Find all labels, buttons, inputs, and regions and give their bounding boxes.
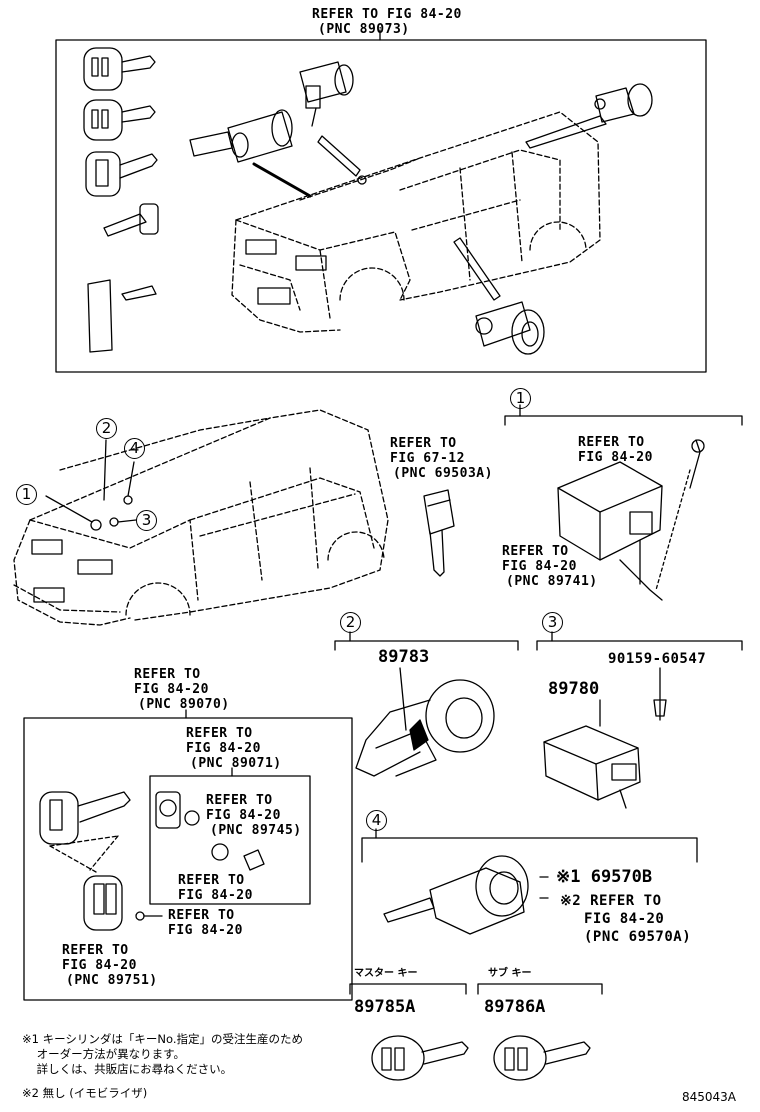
group2-bracket xyxy=(335,632,518,650)
group4-cylinder xyxy=(384,856,548,934)
sub-key-group xyxy=(478,984,602,1080)
middle-vehicle-lamps xyxy=(32,496,132,602)
left-ref-inner-line2: FIG 84-20 xyxy=(186,741,261,756)
group1-ref-a-line2: FIG 84-20 xyxy=(578,450,653,465)
left-ref-751-line1: REFER TO xyxy=(62,943,129,958)
top-frame xyxy=(56,40,706,372)
note-2-line1: ※2 無し (イモビライザ) xyxy=(22,1086,148,1100)
group4-bracket xyxy=(362,829,697,862)
note-1-line2: オーダー方法が異なります。 xyxy=(22,1047,185,1061)
top-vehicle xyxy=(232,112,600,332)
group1-ref-b-line3: (PNC 89741) xyxy=(506,574,598,589)
middle-vehicle xyxy=(14,410,388,625)
group4-ref-line1: ※2 REFER TO xyxy=(560,893,662,909)
sub-key-part-number: 89786A xyxy=(484,997,546,1017)
inner-box xyxy=(150,776,310,904)
master-key-label: マスター キー xyxy=(354,968,418,979)
group1-bracket xyxy=(505,405,742,425)
note-1-line1: ※1 キーシリンダは「キーNo.指定」の受注生産のため xyxy=(22,1032,303,1046)
mid-ref-line1: REFER TO xyxy=(390,436,457,451)
group4-ref-line2: FIG 84-20 xyxy=(584,911,665,927)
callout-2-group: 2 xyxy=(340,612,361,633)
top-ref-line2: (PNC 89073) xyxy=(318,22,410,37)
group3-bracket xyxy=(537,632,742,650)
left-box xyxy=(24,718,352,1000)
left-ref-751-line2: FIG 84-20 xyxy=(62,958,137,973)
callout-3-group: 3 xyxy=(542,612,563,633)
top-ignition-switch xyxy=(190,62,366,196)
left-ref-screw-line1: REFER TO xyxy=(168,908,235,923)
master-key-group xyxy=(350,984,468,1080)
callout-4-car: 4 xyxy=(124,438,145,459)
top-ref-line1: REFER TO FIG 84-20 xyxy=(312,7,462,22)
callout-1-car: 1 xyxy=(16,484,37,505)
group1-ref-a-line1: REFER TO xyxy=(578,435,645,450)
callout-1-group: 1 xyxy=(510,388,531,409)
note-1-line3: 詳しくは、共販店にお尋ねください。 xyxy=(22,1062,233,1076)
left-ref-745-line2: FIG 84-20 xyxy=(206,808,281,823)
top-vehicle-lamps xyxy=(246,240,326,304)
middle-callout-leaders xyxy=(46,440,136,522)
left-ref-751-line3: (PNC 89751) xyxy=(66,973,158,988)
callout-4-group: 4 xyxy=(366,810,387,831)
left-ref-screw-line2: FIG 84-20 xyxy=(168,923,243,938)
group1-ref-b-line2: FIG 84-20 xyxy=(502,559,577,574)
left-ref-745-line3: (PNC 89745) xyxy=(210,823,302,838)
sub-key-label: サブ キー xyxy=(488,968,532,979)
group3-part xyxy=(544,668,666,808)
group4-part-line: ※1 69570B xyxy=(556,867,653,887)
mid-ref-line3: (PNC 69503A) xyxy=(393,466,493,481)
group3-bolt-number: 90159-60547 xyxy=(608,651,707,667)
left-ref-outer-line2: FIG 84-20 xyxy=(134,682,209,697)
mid-ref-line2: FIG 67-12 xyxy=(390,451,465,466)
left-ref-inner2-line2: FIG 84-20 xyxy=(178,888,253,903)
group1-ecu xyxy=(558,440,704,600)
top-back-door-cylinder xyxy=(454,238,544,354)
left-ref-inner-line3: (PNC 89071) xyxy=(190,756,282,771)
left-box-parts xyxy=(40,792,264,930)
top-door-lock xyxy=(526,84,652,148)
top-key-set xyxy=(84,48,158,352)
group2-part-number: 89783 xyxy=(378,647,430,667)
group1-ref-b-line1: REFER TO xyxy=(502,544,569,559)
left-ref-inner-line1: REFER TO xyxy=(186,726,253,741)
left-ref-inner2-line1: REFER TO xyxy=(178,873,245,888)
group2-part xyxy=(356,668,494,776)
left-ref-745-line1: REFER TO xyxy=(206,793,273,808)
group4-ref-line3: (PNC 69570A) xyxy=(584,929,692,945)
diagram-id: 845043A xyxy=(682,1090,737,1104)
callout-3-car: 3 xyxy=(136,510,157,531)
master-key-part-number: 89785A xyxy=(354,997,416,1017)
left-ref-outer-line1: REFER TO xyxy=(134,667,201,682)
callout-2-car: 2 xyxy=(96,418,117,439)
left-ref-outer-line3: (PNC 89070) xyxy=(138,697,230,712)
group3-part-number: 89780 xyxy=(548,679,600,699)
immobilizer-key xyxy=(424,490,454,576)
